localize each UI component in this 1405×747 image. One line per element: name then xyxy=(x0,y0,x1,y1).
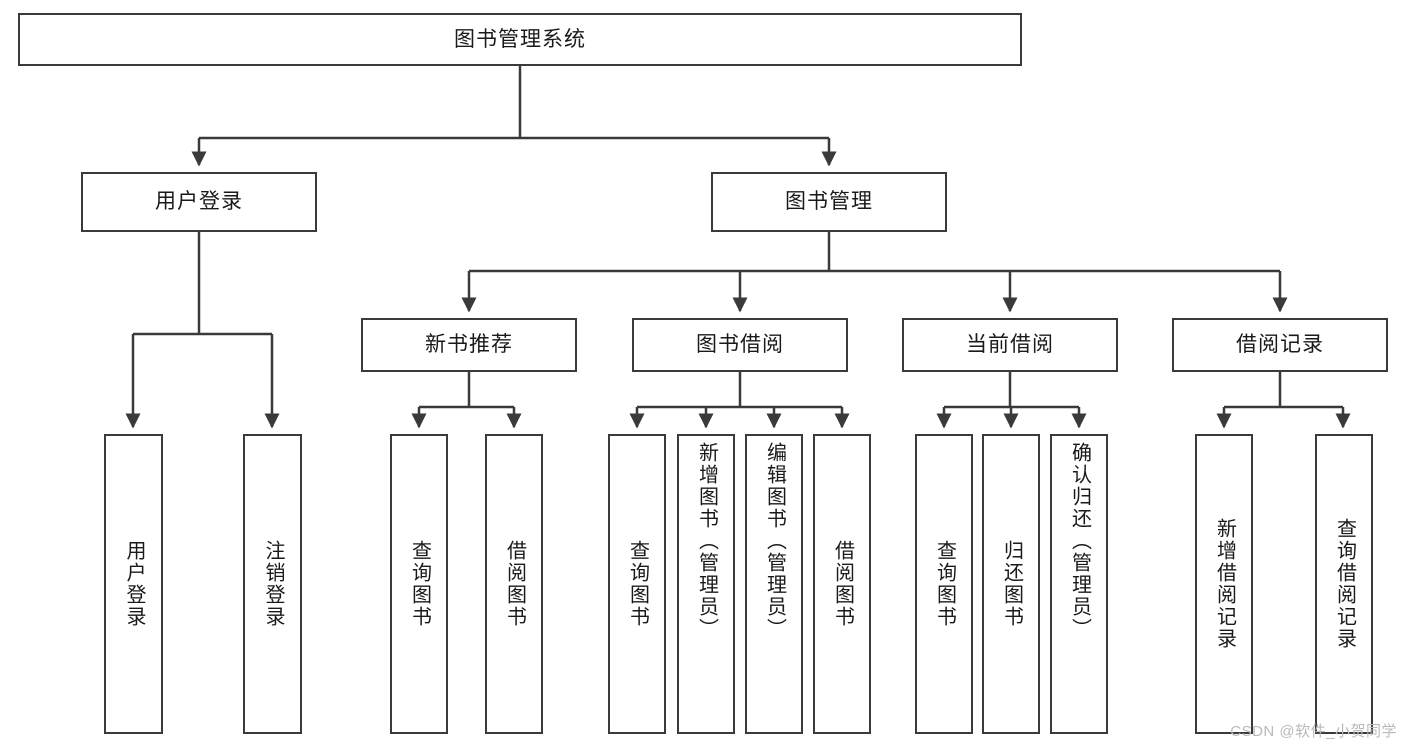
watermark-text: CSDN @软件_小贺同学 xyxy=(1230,723,1397,740)
node-leaf-query-record[interactable]: 查询借阅记录 xyxy=(1315,434,1373,734)
node-label: 查询图书 xyxy=(933,540,956,628)
node-label: 用户登录 xyxy=(123,540,145,628)
node-label: 图书借阅 xyxy=(696,333,784,357)
node-label: 借阅记录 xyxy=(1236,333,1324,357)
node-label: 新增借阅记录 xyxy=(1213,518,1236,650)
node-root-system[interactable]: 图书管理系统 xyxy=(18,13,1022,66)
node-leaf-edit-book[interactable]: 编辑图书（管理员） xyxy=(745,434,803,734)
node-new-book-recommend[interactable]: 新书推荐 xyxy=(361,318,577,372)
node-label: 借阅图书 xyxy=(503,540,526,628)
node-label: 查询借阅记录 xyxy=(1333,518,1356,650)
node-label: 借阅图书 xyxy=(831,540,854,628)
node-leaf-logout-login[interactable]: 注销登录 xyxy=(243,434,302,734)
node-leaf-query-book-2[interactable]: 查询图书 xyxy=(608,434,666,734)
node-user-login[interactable]: 用户登录 xyxy=(81,172,317,232)
node-borrow-record[interactable]: 借阅记录 xyxy=(1172,318,1388,372)
node-label: 新增图书（管理员） xyxy=(695,442,718,640)
node-label: 注销登录 xyxy=(262,540,284,628)
node-leaf-user-login[interactable]: 用户登录 xyxy=(104,434,163,734)
node-leaf-query-book-1[interactable]: 查询图书 xyxy=(390,434,448,734)
node-leaf-add-record[interactable]: 新增借阅记录 xyxy=(1195,434,1253,734)
node-leaf-query-book-3[interactable]: 查询图书 xyxy=(915,434,973,734)
node-label: 编辑图书（管理员） xyxy=(763,442,786,640)
node-book-manage[interactable]: 图书管理 xyxy=(711,172,947,232)
node-label: 图书管理 xyxy=(785,190,873,214)
node-label: 查询图书 xyxy=(408,540,431,628)
node-leaf-confirm-return[interactable]: 确认归还（管理员） xyxy=(1050,434,1108,734)
node-label: 图书管理系统 xyxy=(454,27,586,51)
node-leaf-add-book[interactable]: 新增图书（管理员） xyxy=(677,434,735,734)
node-leaf-return-book[interactable]: 归还图书 xyxy=(982,434,1040,734)
node-book-borrow[interactable]: 图书借阅 xyxy=(632,318,848,372)
node-label: 新书推荐 xyxy=(425,333,513,357)
node-label: 确认归还（管理员） xyxy=(1068,442,1091,640)
node-label: 查询图书 xyxy=(626,540,649,628)
node-leaf-borrow-book-1[interactable]: 借阅图书 xyxy=(485,434,543,734)
node-label: 当前借阅 xyxy=(966,333,1054,357)
node-label: 归还图书 xyxy=(1000,540,1023,628)
node-label: 用户登录 xyxy=(155,190,243,214)
node-current-borrow[interactable]: 当前借阅 xyxy=(902,318,1118,372)
node-leaf-borrow-book-2[interactable]: 借阅图书 xyxy=(813,434,871,734)
